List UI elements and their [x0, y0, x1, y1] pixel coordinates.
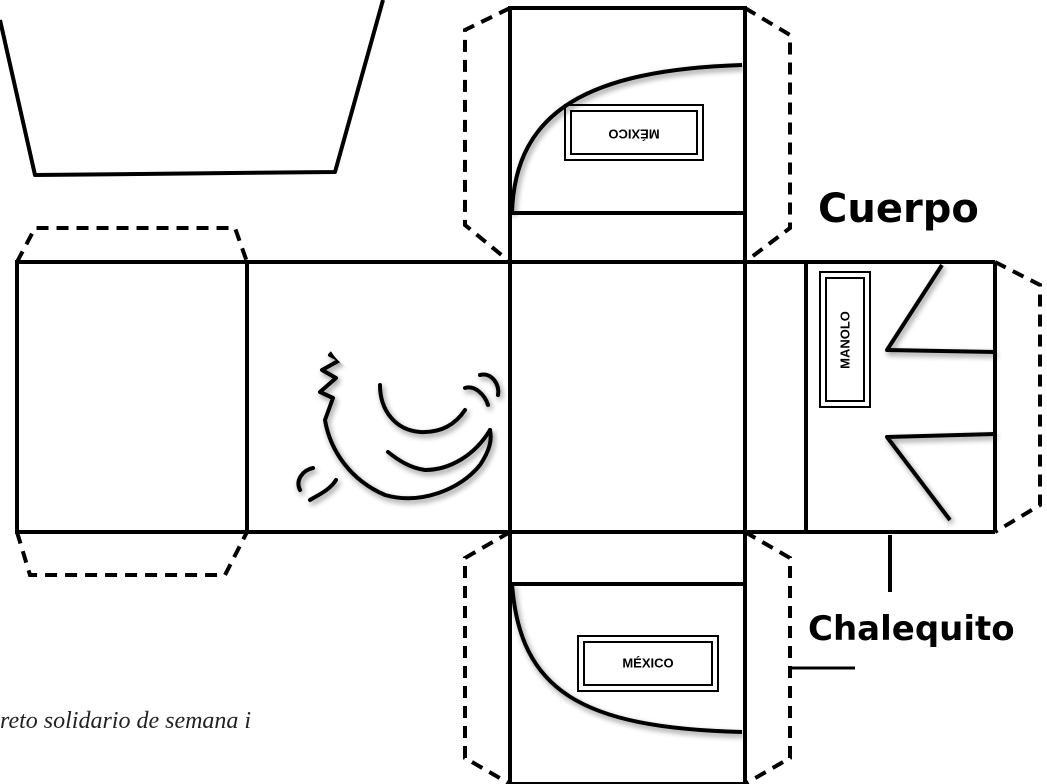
- tail-feathers-drawing: [296, 338, 501, 502]
- vest-lapels: [885, 263, 996, 522]
- bottom-face: MÉXICO: [463, 530, 792, 784]
- bottom-plate-text: MÉXICO: [622, 655, 673, 670]
- bottom-right-flap: [743, 530, 792, 784]
- left-bottom-flap: [15, 531, 249, 577]
- top-left-flap: [463, 6, 512, 264]
- name-plate-text: MANOLO: [837, 311, 852, 369]
- name-plate: MANOLO: [819, 271, 871, 408]
- top-face: MÉXICO: [463, 6, 792, 264]
- left-side-panel: [15, 226, 249, 577]
- top-right-flap: [743, 6, 792, 264]
- body-band: [17, 260, 997, 534]
- top-hat-curve: [510, 63, 743, 214]
- bottom-left-flap: [463, 530, 512, 784]
- caption-text: reto solidario de semana i: [0, 708, 251, 734]
- top-plate-text: MÉXICO: [608, 127, 659, 142]
- left-top-flap: [15, 226, 249, 263]
- vest-label: Chalequito: [808, 609, 1015, 649]
- head-piece-outline: [0, 0, 385, 177]
- top-plate: MÉXICO: [564, 104, 704, 161]
- bottom-plate: MÉXICO: [577, 635, 719, 692]
- tail-highlight: [325, 285, 425, 375]
- bottom-hat-curve: [510, 583, 743, 734]
- vest-panel: MANOLO: [819, 260, 1042, 592]
- body-label: Cuerpo: [818, 186, 979, 232]
- vest-right-flap: [993, 260, 1042, 534]
